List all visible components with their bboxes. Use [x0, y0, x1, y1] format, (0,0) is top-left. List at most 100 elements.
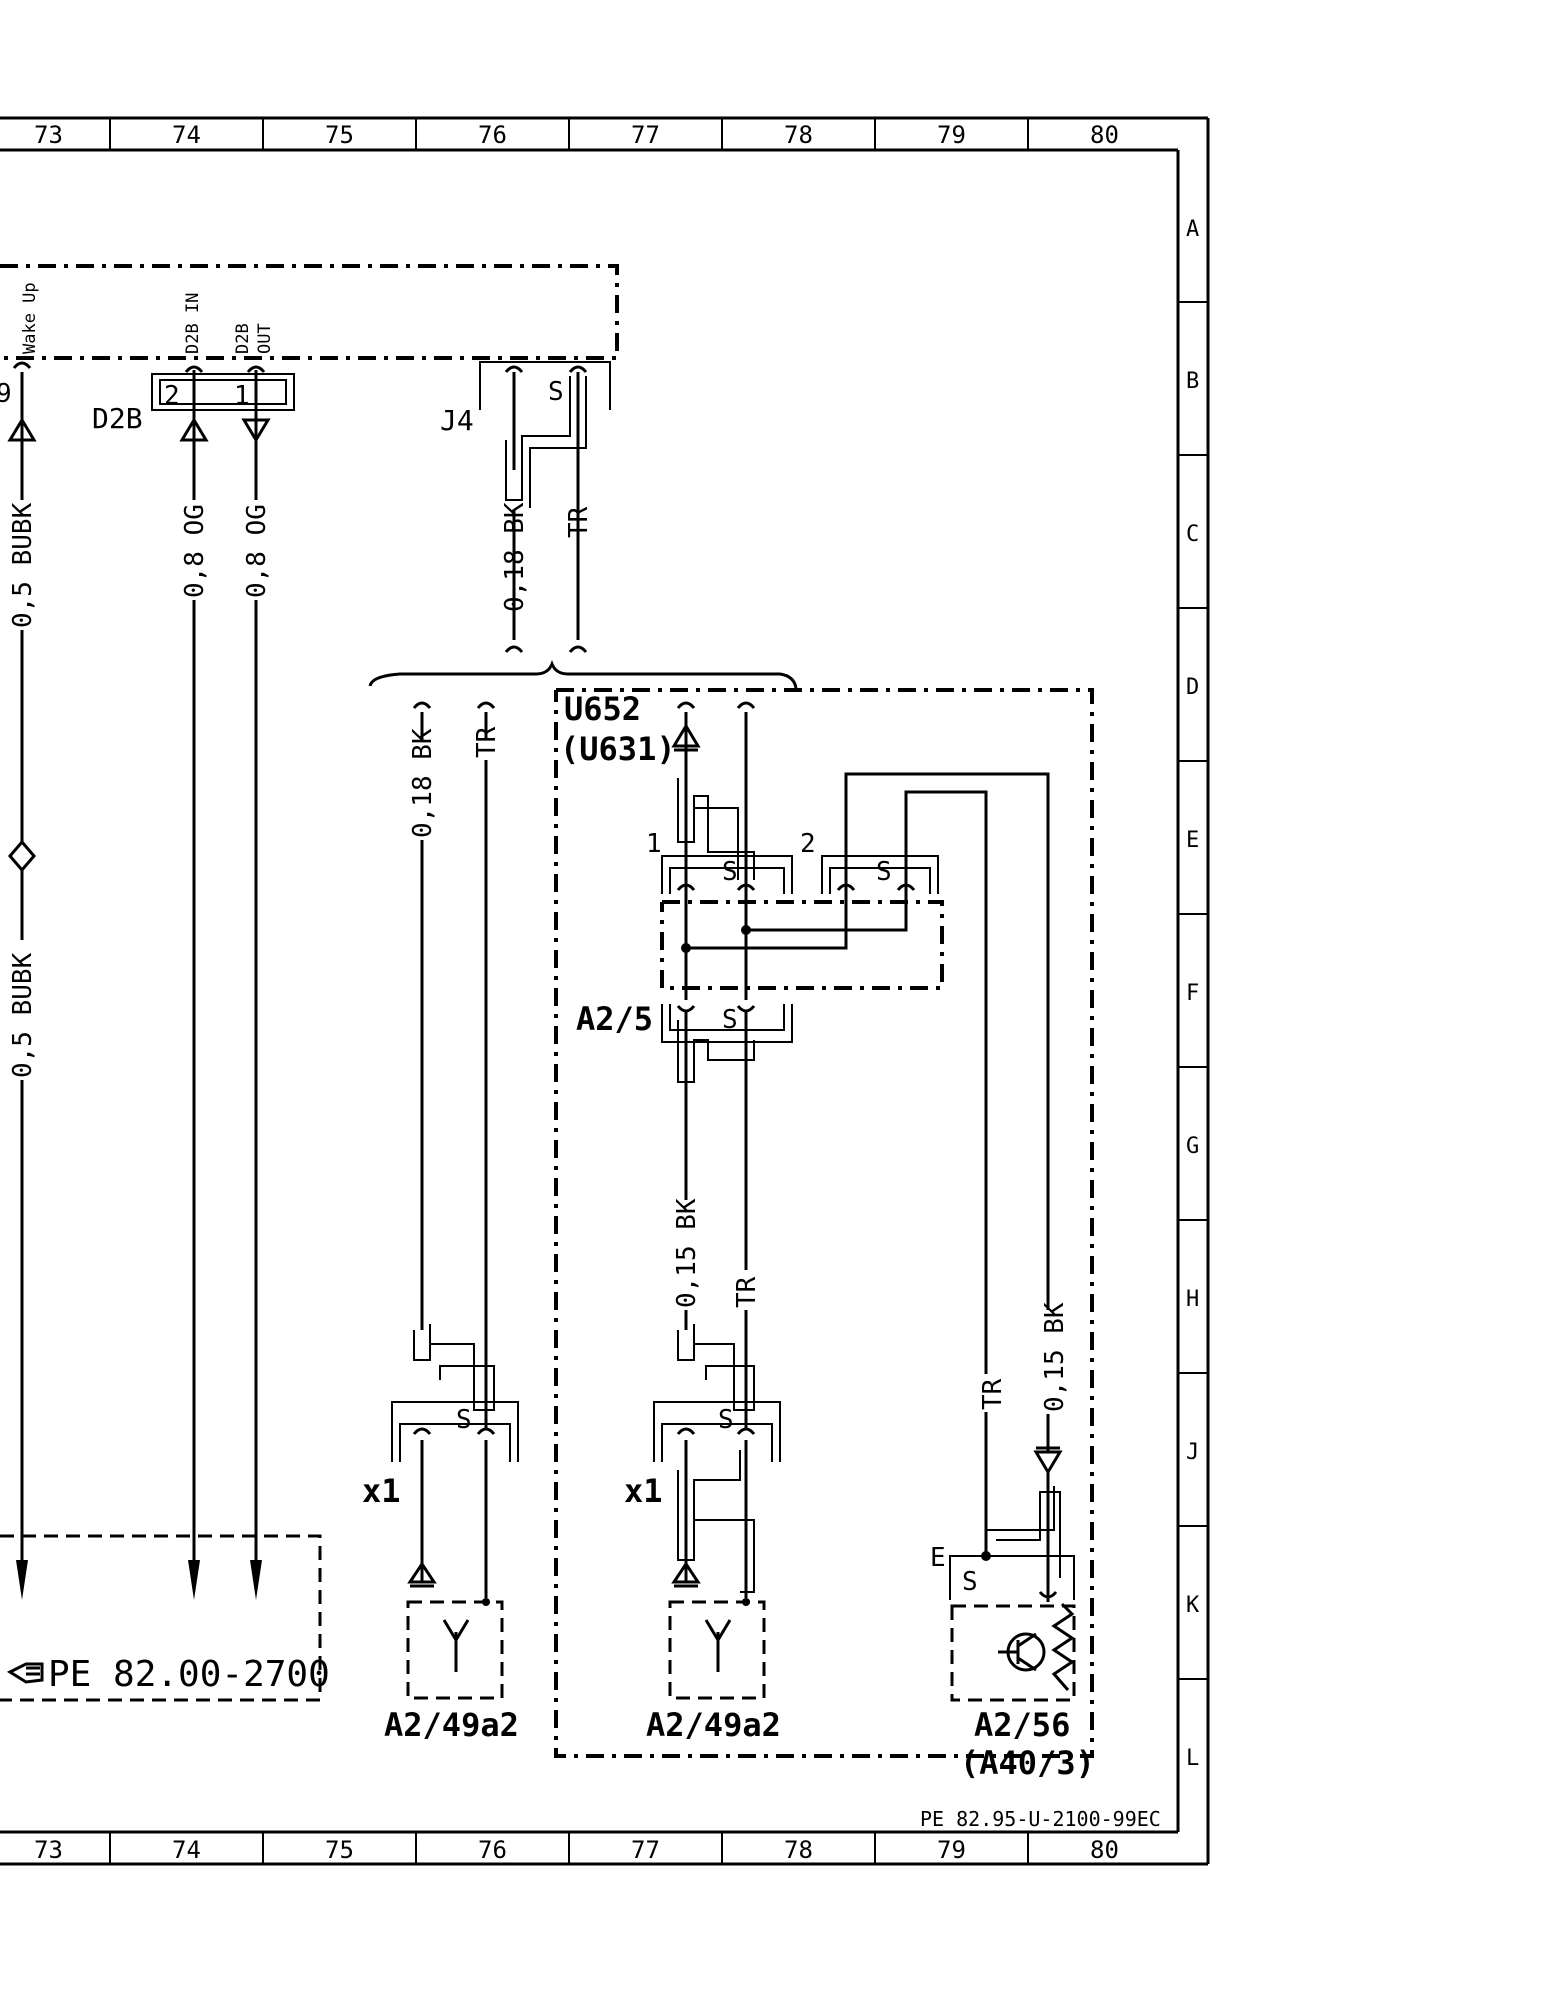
antenna-a2-49a2-left: A2/49a2 [384, 1598, 519, 1744]
row-label: H [1186, 1287, 1199, 1312]
resistor-icon [1051, 1602, 1075, 1691]
connector-e: E S [930, 1543, 1075, 1600]
col-label: 77 [631, 1836, 660, 1864]
row-label: B [1186, 369, 1199, 394]
col-label: 79 [937, 121, 966, 149]
pin-s-conn2: S [876, 857, 892, 887]
conn-2-label: 2 [800, 829, 816, 859]
transistor-icon [998, 1632, 1046, 1672]
col-label: 79 [937, 1836, 966, 1864]
pin-e: E [930, 1543, 946, 1573]
x1-left-label: x1 [362, 1472, 401, 1510]
row-letters: A B C D E F G H J K L [1186, 217, 1200, 1771]
signal-labels: Wake Up D2B IN D2B OUT [20, 282, 275, 354]
a2-56-label: A2/56 [974, 1706, 1070, 1744]
wire-og-in: 0,8 OG [180, 370, 210, 1600]
a2-49a2-right-label: A2/49a2 [646, 1706, 781, 1744]
col-label: 78 [784, 121, 813, 149]
conn-1-label: 1 [646, 829, 662, 859]
drawing-code: PE 82.95-U-2100-99EC [920, 1807, 1161, 1831]
row-label: F [1186, 981, 1199, 1006]
connector-j4: J4 S 0,18 BK TR [440, 361, 611, 653]
connector-a2-5-bottom: S 0,15 BK TR [661, 1004, 793, 1430]
col-label: 75 [325, 1836, 354, 1864]
bubk-splice [8, 839, 36, 873]
pin-2: 2 [164, 381, 180, 411]
wire-branch-center [671, 701, 756, 896]
hand-pointer-icon [6, 1662, 44, 1684]
u652-label: U652 [564, 690, 641, 728]
row-label: G [1186, 1134, 1199, 1159]
row-label: K [1186, 1593, 1200, 1618]
column-numbers-top: 73 74 75 76 77 78 79 80 [34, 121, 1119, 149]
a2-5-label: A2/5 [576, 1000, 653, 1038]
signal-d2b-in: D2B IN [183, 293, 203, 354]
signal-d2b-out-1: D2B [233, 323, 253, 354]
row-label: A [1186, 217, 1199, 242]
col-label: 78 [784, 1836, 813, 1864]
connector-group-e: 1 2 S S [646, 829, 939, 894]
signal-d2b-out-2: OUT [255, 323, 275, 354]
a40-3-label: (A40/3) [960, 1744, 1095, 1782]
pin-1: 1 [234, 381, 250, 411]
col-label: 73 [34, 121, 63, 149]
branch-brace [368, 659, 798, 689]
wire-og-out: 0,8 OG [242, 370, 272, 1600]
d2b-label: D2B [92, 402, 143, 435]
u652-box: U652 (U631) [554, 688, 1094, 1758]
pin-s-conn1: S [722, 857, 738, 887]
x1-right-label: x1 [624, 1472, 663, 1510]
row-label: C [1186, 522, 1199, 547]
pin-9: 9 [0, 379, 12, 409]
label-tr-lower: TR [472, 726, 502, 758]
label-bubk-lower: 0,5 BUBK [8, 952, 38, 1078]
col-label: 75 [325, 121, 354, 149]
row-label: J [1186, 1440, 1199, 1465]
row-label: D [1186, 675, 1199, 700]
label-bk018-lower: 0,18 BK [408, 728, 438, 838]
label-og-1: 0,8 OG [180, 504, 210, 598]
label-bk015-mid: 0,15 BK [672, 1198, 702, 1308]
col-label: 80 [1090, 1836, 1119, 1864]
col-label: 76 [478, 121, 507, 149]
antenna-icon [704, 1619, 732, 1672]
j4-label: J4 [440, 404, 474, 437]
wire-bubk: 9 0,5 BUBK 0,5 BUBK [0, 361, 38, 1600]
col-label: 80 [1090, 121, 1119, 149]
col-label: 74 [172, 121, 201, 149]
label-tr-upper: TR [564, 506, 594, 538]
label-tr-right: TR [978, 1378, 1008, 1410]
label-bubk-upper: 0,5 BUBK [8, 502, 38, 628]
a2-49a2-left-label: A2/49a2 [384, 1706, 519, 1744]
pin-s-j4: S [548, 377, 564, 407]
antenna-icon [442, 1619, 470, 1672]
connector-x1-left: S x1 [362, 1401, 519, 1598]
control-unit-box [0, 264, 619, 360]
column-numbers-bottom: 73 74 75 76 77 78 79 80 [34, 1836, 1119, 1864]
label-tr-mid: TR [732, 1276, 762, 1308]
a2-5-block: A2/5 [576, 772, 1050, 1374]
label-bk015-right: 0,15 BK [1040, 1302, 1070, 1412]
col-label: 76 [478, 1836, 507, 1864]
col-label: 74 [172, 1836, 201, 1864]
pin-s-x1-left: S [456, 1405, 472, 1435]
reference-box: PE 82.00-2700 [0, 1534, 330, 1702]
pin-s-a2-5: S [722, 1005, 738, 1035]
sheet-frame [0, 116, 1210, 1866]
pin-s-e: S [962, 1567, 978, 1597]
pin-s-x1-right: S [718, 1405, 734, 1435]
col-label: 73 [34, 1836, 63, 1864]
col-label: 77 [631, 121, 660, 149]
row-label: E [1186, 828, 1199, 853]
wire-branch-left: 0,18 BK TR [408, 701, 502, 1430]
row-label: L [1186, 1746, 1199, 1771]
antenna-a2-49a2-right: A2/49a2 [646, 1598, 781, 1744]
label-og-2: 0,8 OG [242, 504, 272, 598]
signal-wake-up: Wake Up [20, 282, 40, 354]
label-bk018-upper: 0,18 BK [500, 502, 530, 612]
component-a2-56: A2/56 (A40/3) [950, 1602, 1095, 1782]
wire-a2-56: TR 0,15 BK [978, 1302, 1070, 1602]
reference-text: PE 82.00-2700 [48, 1654, 330, 1695]
u631-label: (U631) [560, 730, 676, 768]
